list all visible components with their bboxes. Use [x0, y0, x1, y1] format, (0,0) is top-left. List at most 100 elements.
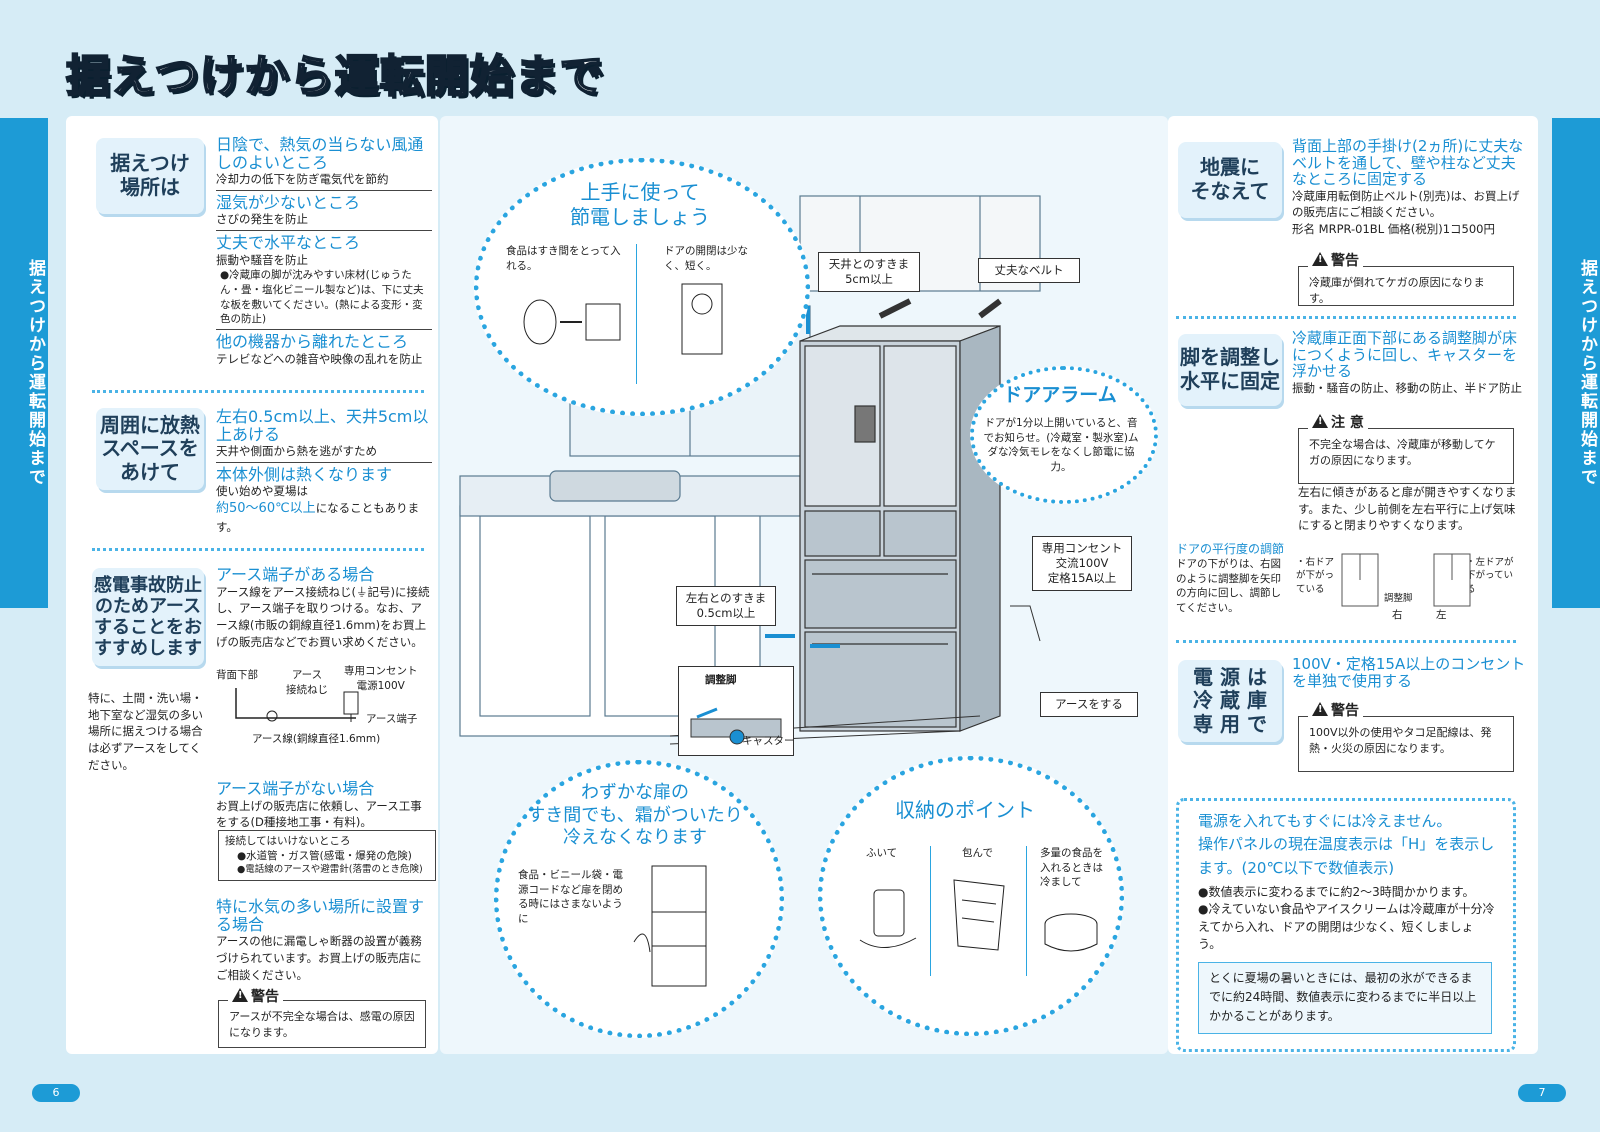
- sec3-heading-2: アース端子がない場合: [216, 779, 375, 798]
- diagram-wire-label: アース線(銅線直径1.6mm): [252, 733, 381, 745]
- label-earthquake: 地震に そなえて: [1178, 142, 1282, 218]
- callout-side-gap: 左右とのすきま 0.5cm以上: [676, 586, 776, 626]
- sec2-text-2a: 使い始めや夏場は: [216, 484, 308, 499]
- right-sec2-heading: 冷蔵庫正面下部にある調整脚が床につくように回し、キャスターを浮かせる: [1292, 329, 1518, 380]
- right-label: 右: [1392, 609, 1403, 621]
- caster-label: キャスター: [742, 735, 795, 747]
- divider: [216, 230, 432, 232]
- circle3-divider-1: [930, 846, 931, 976]
- sec1-text-4: テレビなどへの雑音や映像の乱れを防止: [216, 351, 423, 366]
- caution-icon: [1312, 414, 1328, 428]
- diagram-back-label: 背面下部: [216, 669, 258, 681]
- circle1-divider: [636, 244, 637, 384]
- sec3-heading-1: アース端子がある場合: [216, 565, 375, 584]
- circle3-divider-2: [1026, 846, 1027, 976]
- warning-icon: [232, 988, 248, 1002]
- right-door-label: ・右ドアが下がっている: [1296, 557, 1335, 595]
- warning-text: アースが不完全な場合は、感電の原因になります。: [229, 1010, 415, 1039]
- circle-door-gap: [494, 760, 784, 1038]
- diagram-screw-label: アース 接続ねじ: [286, 669, 328, 696]
- door-adjust-diagram: ・右ドアが下がっている ・左ドアが下がっている 調整脚 右 左: [1296, 552, 1526, 632]
- diagram-outlet-label: 専用コンセント 電源100V: [344, 665, 418, 692]
- warning-label: 警告: [1308, 250, 1363, 270]
- sec3-text-1: アース線をアース接続ねじ(⏚記号)に接続し、アース端子を取りつける。なお、アース…: [216, 584, 430, 649]
- sec2-text-2c: になることもあります。: [216, 501, 420, 534]
- left-door-label: ・左ドアが下がっている: [1466, 557, 1514, 595]
- info-summer-note: とくに夏場の暑いときには、最初の氷ができるまでに約24時間、数値表示に変わるまで…: [1198, 962, 1492, 1034]
- door-alarm-title: ドアアラーム: [1003, 384, 1117, 406]
- info-bullet-1: ●数値表示に変わるまでに約2〜3時間かかります。: [1198, 885, 1475, 899]
- storage-cool: 多量の食品を入れるときは冷まして: [1040, 847, 1103, 889]
- door-adjust-title: ドアの平行度の調節: [1176, 542, 1285, 556]
- side-tab-right: 据えつけから運転開始まで: [1552, 118, 1600, 608]
- sec2-heading-2: 本体外側は熱くなります: [216, 464, 393, 484]
- circle1-title: 上手に使って 節電しましょう: [570, 180, 710, 229]
- ng-title: 接続してはいけないところ: [225, 835, 351, 847]
- caution-label: 注 意: [1308, 412, 1368, 432]
- sec2-temp: 約50〜60℃以上: [216, 501, 316, 517]
- sec1-heading-2: 湿気が少ないところ: [216, 192, 361, 212]
- food-spacing-illustration: [512, 292, 622, 352]
- warning-text: 100V以外の使用やタコ足配線は、発熱・火災の原因になります。: [1309, 726, 1492, 755]
- sec3-heading-3: 特に水気の多い場所に設置する場合: [216, 897, 425, 934]
- sec1-text-2: さびの発生を防止: [216, 212, 308, 227]
- sec1-text-3: 振動や騒音を防止: [216, 252, 308, 267]
- wipe-can-illustration: [854, 880, 924, 960]
- door-adjust-text: ドアの下がりは、右図のように調整脚を矢印の方向に回し、調節してください。: [1176, 558, 1281, 615]
- page-number-right: 7: [1518, 1084, 1566, 1102]
- info-heading-1: 電源を入れてもすぐには冷えません。: [1198, 812, 1452, 830]
- ng-item-1: ●水道管・ガス管(感電・爆発の危険): [237, 849, 412, 862]
- right-sec2-text-2: 左右に傾きがあると扉が開きやすくなります。また、少し前側を左右平行に上げ気味にす…: [1298, 485, 1517, 533]
- label-earth: 感電事故防止 のためアース することをお すすめします: [92, 568, 204, 666]
- label-adjust-feet: 脚を調整し 水平に固定: [1178, 334, 1282, 406]
- sec1-text-1: 冷却力の低下を防ぎ電気代を節約: [216, 172, 389, 187]
- label-heat-space: 周囲に放熱 スペースを あけて: [96, 408, 204, 490]
- caution-text: 不完全な場合は、冷蔵庫が移動してケガの原因になります。: [1309, 438, 1496, 467]
- sec1-heading-1: 日陰で、熱気の当らない風通しのよいところ: [216, 135, 424, 172]
- dotted-divider: [1176, 316, 1516, 319]
- ng-box: 接続してはいけないところ ●水道管・ガス管(感電・爆発の危険) ●電話線のアース…: [218, 830, 436, 881]
- sec1-note: ●冷蔵庫の脚が沈みやすい床材(じゅうたん・畳・塩化ビニール製など)は、下に丈夫な…: [220, 269, 424, 326]
- circle2-text: 食品・ビニール袋・電源コードなど扉を閉める時にはさまないように: [518, 869, 623, 926]
- foot-inset: 調整脚: [678, 666, 794, 756]
- circle-save-energy: [474, 158, 810, 416]
- page-title: 据えつけから運転開始まで: [65, 50, 605, 103]
- warning-icon: [1312, 702, 1328, 716]
- warning-label: 警告: [1308, 700, 1363, 720]
- circle3-title: 収納のポイント: [895, 798, 1035, 822]
- divider: [216, 189, 432, 191]
- warning-icon: [1312, 252, 1328, 266]
- sec2-heading-1: 左右0.5cm以上、天井5cm以上あける: [216, 407, 429, 444]
- storage-wipe: ふいて: [866, 847, 898, 859]
- storage-wrap: 包んで: [962, 847, 993, 859]
- warning-text: 冷蔵庫が倒れてケガの原因になります。: [1309, 276, 1485, 305]
- circle1-text-2: ドアの開閉は少なく、短く。: [664, 245, 748, 272]
- door-alarm-text: ドアが1分以上開いていると、音でお知らせ。(冷蔵室・製氷室)ムダな冷気モレをなく…: [983, 417, 1139, 474]
- circle2-title: わずかな扉の すき間でも、霜がついたり 冷えなくなります: [527, 782, 743, 848]
- sec1-heading-3: 丈夫で水平なところ: [216, 233, 361, 253]
- right-sec1-text: 冷蔵庫用転倒防止ベルト(別売)は、お買上げの販売店にご相談ください。: [1292, 188, 1520, 220]
- earth-wire-drawing: [235, 688, 359, 722]
- callout-outlet: 専用コンセント 交流100V 定格15A以上: [1032, 536, 1132, 591]
- ng-item-2: ●電話線のアースや避雷針(落雷のとき危険): [237, 864, 423, 876]
- wrap-food-illustration: [944, 870, 1014, 960]
- earth-diagram: 背面下部 アース 接続ねじ 専用コンセント 電源100V アース端子 アース線(…: [216, 665, 432, 756]
- warning-box-fall: 冷蔵庫が倒れてケガの原因になります。: [1298, 266, 1514, 306]
- caution-box: 不完全な場合は、冷蔵庫が移動してケガの原因になります。: [1298, 428, 1514, 484]
- sec3-text-3: アースの他に漏電しゃ断器の設置が義務づけられています。お買上げの販売店にご相談く…: [216, 934, 422, 982]
- fridge-door-gap-illustration: [630, 862, 720, 992]
- dotted-divider: [92, 548, 424, 551]
- sec1-heading-4: 他の機器から離れたところ: [216, 332, 409, 352]
- diagram-terminal-label: アース端子: [366, 713, 418, 725]
- left-label: 左: [1436, 609, 1447, 621]
- side-tab-left: 据えつけから運転開始まで: [0, 118, 48, 608]
- foot-label: 調整脚: [705, 674, 737, 686]
- dotted-divider: [92, 390, 424, 393]
- sec2-text-1: 天井や側面から熱を逃がすため: [216, 444, 377, 459]
- warning-box-earth: アースが不完全な場合は、感電の原因になります。: [218, 1000, 426, 1048]
- door-open-illustration: [662, 280, 742, 360]
- circle1-text-1: 食品はすき間をとって入れる。: [506, 245, 621, 272]
- right-sec1-heading: 背面上部の手掛け(2ヵ所)に丈夫なベルトを通して、壁や柱など丈夫なところに固定す…: [1292, 137, 1524, 188]
- divider: [216, 329, 432, 331]
- page-number-left: 6: [32, 1084, 80, 1102]
